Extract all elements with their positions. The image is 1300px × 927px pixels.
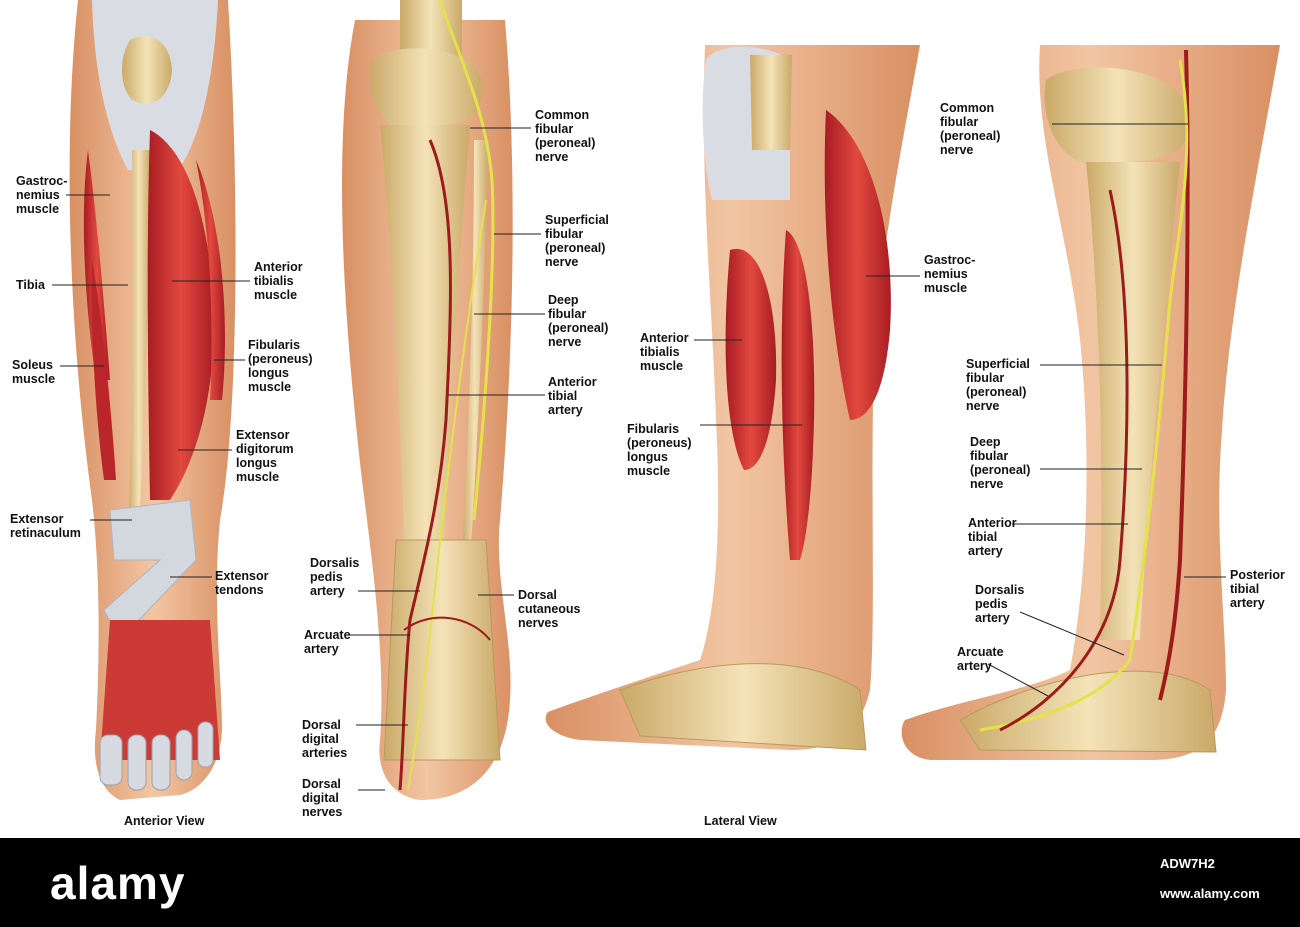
anatomy-illustration	[52, 0, 1280, 800]
gastrocnemius-muscle	[824, 110, 891, 420]
label-arcuate-artery-lateral: Arcuate artery	[957, 645, 1004, 673]
label-tibia: Tibia	[16, 278, 45, 292]
label-posterior-tibial-artery: Posterior tibial artery	[1230, 568, 1285, 610]
fibularis-muscle	[781, 230, 815, 560]
label-extensor-retinaculum: Extensor retinaculum	[10, 512, 81, 540]
foot-bones	[619, 663, 867, 751]
label-soleus: Soleus muscle	[12, 358, 56, 386]
label-superficial-fibular-nerve: Superficial fibular (peroneal) nerve	[545, 213, 609, 269]
label-extensor-tendons: Extensor tendons	[215, 569, 269, 597]
superficial-nerve	[407, 199, 487, 791]
label-gastrocnemius: Gastroc- nemius muscle	[16, 174, 68, 216]
label-common-fibular-nerve: Common fibular (peroneal) nerve	[535, 108, 596, 164]
panel-lateral-muscles	[545, 45, 920, 751]
panel-anterior-vessels	[342, 0, 513, 800]
label-anterior-tibial-artery: Anterior tibial artery	[548, 375, 597, 417]
brand-logo: alamy	[50, 857, 186, 909]
patella-bone	[122, 36, 172, 104]
image-id: ADW7H2	[1160, 856, 1215, 871]
tibia-bone	[1086, 162, 1180, 640]
arcuate-artery	[403, 616, 491, 641]
label-dorsal-digital-arteries: Dorsal digital arteries	[302, 718, 348, 760]
image-url: www.alamy.com	[1160, 886, 1260, 901]
knee-bones	[368, 48, 483, 125]
patella-bone	[750, 55, 792, 150]
label-gastrocnemius-lateral: Gastroc- nemius muscle	[924, 253, 976, 295]
label-anterior-tibial-artery-lateral: Anterior tibial artery	[968, 516, 1017, 558]
label-fibularis: Fibularis (peroneus) longus muscle	[248, 338, 313, 394]
label-dorsal-cutaneous-nerves: Dorsal cutaneous nerves	[518, 588, 581, 630]
watermark-footer: alamy ADW7H2 www.alamy.com	[0, 838, 1300, 927]
posterior-tibial-artery	[1158, 49, 1190, 701]
anterior-tibial-artery	[398, 139, 452, 791]
fibula-bone	[462, 140, 488, 560]
knee-bones	[1044, 67, 1191, 162]
label-arcuate-artery: Arcuate artery	[304, 628, 351, 656]
foot-bones	[959, 670, 1217, 753]
toes	[99, 721, 214, 791]
panel-anterior-muscles	[69, 0, 236, 800]
leader-lines	[52, 123, 1226, 791]
foot-bones	[383, 539, 501, 761]
foot-tendons	[100, 620, 220, 760]
soleus-muscle	[91, 260, 116, 480]
label-superficial-fibular-nerve-lateral: Superficial fibular (peroneal) nerve	[966, 357, 1030, 413]
caption-lateral-view: Lateral View	[704, 814, 777, 828]
label-anterior-tibialis: Anterior tibialis muscle	[254, 260, 303, 302]
label-dorsalis-pedis-artery: Dorsalis pedis artery	[310, 556, 360, 598]
label-deep-fibular-nerve: Deep fibular (peroneal) nerve	[548, 293, 609, 349]
label-common-fibular-nerve-lateral: Common fibular (peroneal) nerve	[940, 101, 1001, 157]
anterior-tibial-artery	[999, 189, 1129, 732]
anterior-tibialis-muscle	[147, 130, 214, 500]
label-extensor-digitorum: Extensor digitorum longus muscle	[236, 428, 294, 484]
label-deep-fibular-nerve-lateral: Deep fibular (peroneal) nerve	[970, 435, 1031, 491]
panel-lateral-vessels	[901, 45, 1280, 760]
label-dorsal-digital-nerves: Dorsal digital nerves	[302, 777, 343, 819]
label-anterior-tibialis-lateral: Anterior tibialis muscle	[640, 331, 689, 373]
leg-skin	[901, 45, 1280, 760]
tibia-bone	[128, 150, 150, 540]
caption-anterior-view: Anterior View	[124, 814, 205, 828]
gastrocnemius-muscle	[83, 150, 110, 380]
label-fibularis-lateral: Fibularis (peroneus) longus muscle	[627, 422, 692, 478]
common-fibular-nerve	[438, 0, 495, 521]
label-dorsalis-pedis-artery-lateral: Dorsalis pedis artery	[975, 583, 1025, 625]
anterior-tibialis-muscle	[725, 248, 777, 470]
nerve	[979, 59, 1189, 732]
fibularis-muscle	[196, 160, 225, 400]
